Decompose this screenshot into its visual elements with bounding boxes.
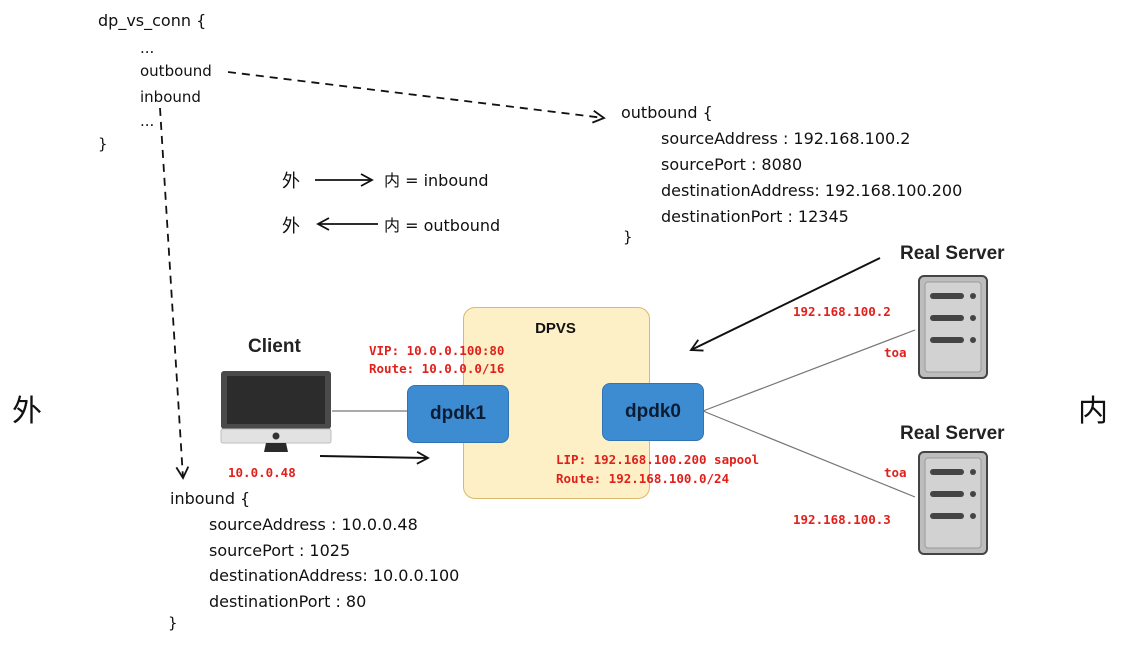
client-ip: 10.0.0.48 [228,465,296,480]
legend-outside-1: 外 [282,171,300,192]
inbound-close: } [168,614,178,632]
server2-ip: 192.168.100.3 [793,512,891,527]
inbound-destination-address: destinationAddress: 10.0.0.100 [209,566,460,585]
legend-inbound-label: 内 = inbound [384,171,489,190]
server1-icon [918,275,988,383]
struct-ellipsis-2: ... [140,112,155,130]
server1-toa: toa [884,345,907,360]
outbound-destination-port: destinationPort : 12345 [661,207,849,226]
inbound-source-address: sourceAddress : 10.0.0.48 [209,515,418,534]
struct-ellipsis-1: ... [140,39,155,57]
legend-outside-2: 外 [282,216,300,237]
inbound-destination-port: destinationPort : 80 [209,592,367,611]
server2-link [702,410,916,498]
legend-outbound-label: 内 = outbound [384,216,501,235]
client-title: Client [248,336,301,357]
outbound-source-port: sourcePort : 8080 [661,155,803,174]
struct-header: dp_vs_conn { [98,11,207,30]
inbound-header: inbound { [170,489,251,508]
outbound-source-address: sourceAddress : 192.168.100.2 [661,129,911,148]
inbound-source-port: sourcePort : 1025 [209,541,351,560]
struct-close: } [98,135,108,153]
route-left-label: Route: 10.0.0.0/16 [369,361,505,376]
outbound-close: } [623,228,633,246]
server2-toa: toa [884,465,907,480]
outside-label: 外 [12,394,42,429]
vip-label: VIP: 10.0.0.100:80 [369,343,505,358]
server1-title: Real Server [900,243,1005,264]
outbound-header: outbound { [621,103,713,122]
server2-icon [918,451,988,559]
client-traffic-arrow [319,451,430,465]
server2-title: Real Server [900,423,1005,444]
struct-field-inbound: inbound [140,88,201,106]
outbound-dashed-arrow [227,71,606,124]
route-right-label: Route: 192.168.100.0/24 [556,471,730,486]
nic-dpdk1: dpdk1 [407,385,509,443]
dpvs-title: DPVS [535,320,576,337]
server1-link [702,329,916,412]
struct-field-outbound: outbound [140,62,212,80]
inside-label: 内 [1078,394,1108,429]
lip-label: LIP: 192.168.100.200 sapool [556,452,760,467]
outbound-destination-address: destinationAddress: 192.168.100.200 [661,181,963,200]
nic-dpdk0: dpdk0 [602,383,704,441]
client-monitor-icon [220,370,332,460]
server1-ip: 192.168.100.2 [793,304,891,319]
server-return-arrow [689,257,881,352]
inbound-dashed-arrow [159,107,190,480]
